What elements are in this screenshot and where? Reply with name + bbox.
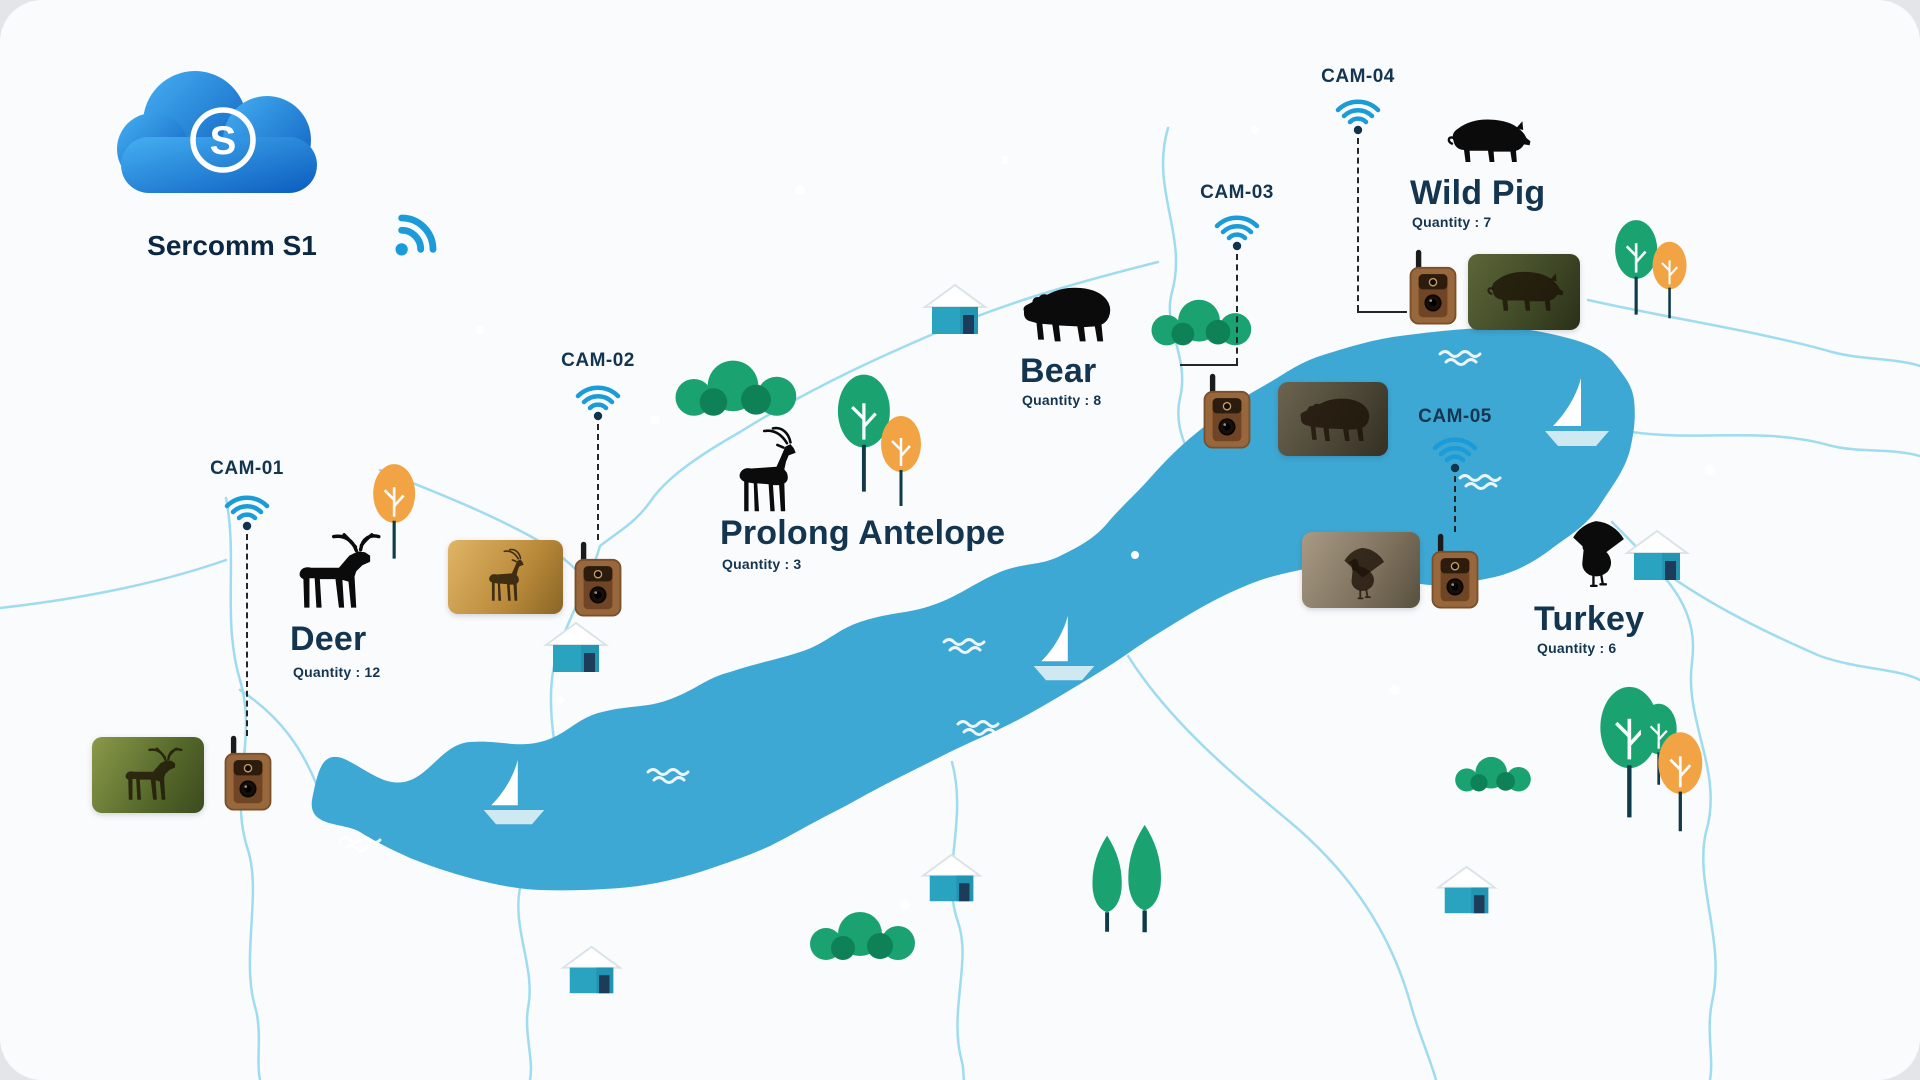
pig-photo-silhouette-icon <box>1484 262 1565 323</box>
cam-05-link-line <box>1454 476 1456 532</box>
logo-letter: S <box>210 119 237 163</box>
bush-icon <box>810 912 915 960</box>
house-icon <box>924 284 986 335</box>
sercomm-cloud-logo: S <box>117 71 317 193</box>
deco-dots <box>351 126 1715 910</box>
cam-03-animal-name: Bear <box>1020 352 1097 390</box>
bear-photo-silhouette-icon <box>1293 389 1372 448</box>
wild-pig-silhouette-icon <box>1444 112 1532 172</box>
cam-04-wifi-icon <box>1334 92 1382 136</box>
green-tree-icon <box>1613 218 1659 317</box>
green-tree-icon <box>1600 687 1658 818</box>
cam-01-animal-name: Deer <box>290 620 367 658</box>
cam-01-quantity: Quantity : 12 <box>293 664 381 680</box>
cam-03-quantity: Quantity : 8 <box>1022 392 1102 408</box>
cam-03-label: CAM-03 <box>1200 182 1274 203</box>
cam-04-photo <box>1468 254 1580 330</box>
deer-photo-silhouette-icon <box>108 745 189 806</box>
orange-tree-icon <box>1651 240 1688 320</box>
cam-05-photo <box>1302 532 1420 608</box>
cam-05-animal-name: Turkey <box>1534 600 1645 638</box>
cam-04-link-line <box>1357 138 1359 311</box>
bush-icon <box>675 360 797 416</box>
house-icon <box>1626 530 1688 581</box>
cam-03-camera-device <box>1200 372 1254 453</box>
cam-05-camera-device <box>1428 532 1482 613</box>
brand-wifi-icon <box>388 203 448 263</box>
house-icon <box>562 945 621 995</box>
cam-03-link-line <box>1236 254 1238 364</box>
cam-04-quantity: Quantity : 7 <box>1412 214 1492 230</box>
cam-04-label: CAM-04 <box>1321 66 1395 87</box>
cam-01-link-line <box>246 534 248 736</box>
cam-01-label: CAM-01 <box>210 458 284 479</box>
cam-02-quantity: Quantity : 3 <box>722 556 802 572</box>
cam-02-animal-name: Prolong Antelope <box>720 514 1006 552</box>
brand-name: Sercomm S1 <box>147 230 317 261</box>
cam-01-wifi-icon <box>223 488 271 532</box>
house-icon <box>1437 865 1496 915</box>
bear-silhouette-icon <box>1014 276 1114 350</box>
orange-tree-icon <box>1656 730 1704 833</box>
lake <box>311 327 1635 891</box>
house-icon <box>545 622 607 673</box>
green-tree-icon <box>835 372 892 494</box>
cam-04-link-elbow <box>1357 311 1407 313</box>
pine-tree-icon <box>1128 825 1161 932</box>
cam-01-photo <box>92 737 204 813</box>
antelope-silhouette-icon <box>722 424 810 520</box>
cam-05-quantity: Quantity : 6 <box>1537 640 1617 656</box>
cam-05-wifi-icon <box>1431 430 1479 474</box>
cam-02-wifi-icon <box>574 378 622 422</box>
cam-03-wifi-icon <box>1213 208 1261 252</box>
cam-02-label: CAM-02 <box>561 350 635 371</box>
cam-05-label: CAM-05 <box>1418 406 1492 427</box>
antelope-photo-silhouette-icon <box>464 547 547 606</box>
cam-02-link-line <box>597 424 599 540</box>
cam-01-camera-device <box>221 734 275 815</box>
cam-03-link-elbow <box>1180 364 1238 366</box>
cam-03-photo <box>1278 382 1388 456</box>
deer-silhouette-icon <box>280 529 384 617</box>
house-icon <box>922 853 981 903</box>
pine-tree-icon <box>1090 833 1124 934</box>
turkey-photo-silhouette-icon <box>1319 540 1404 601</box>
cam-04-animal-name: Wild Pig <box>1410 174 1546 212</box>
bush-icon <box>1455 756 1531 792</box>
orange-tree-icon <box>879 414 923 508</box>
turkey-silhouette-icon <box>1556 508 1634 592</box>
cam-04-camera-device <box>1406 248 1460 329</box>
cam-02-camera-device <box>571 540 625 621</box>
cam-02-photo <box>448 540 563 614</box>
